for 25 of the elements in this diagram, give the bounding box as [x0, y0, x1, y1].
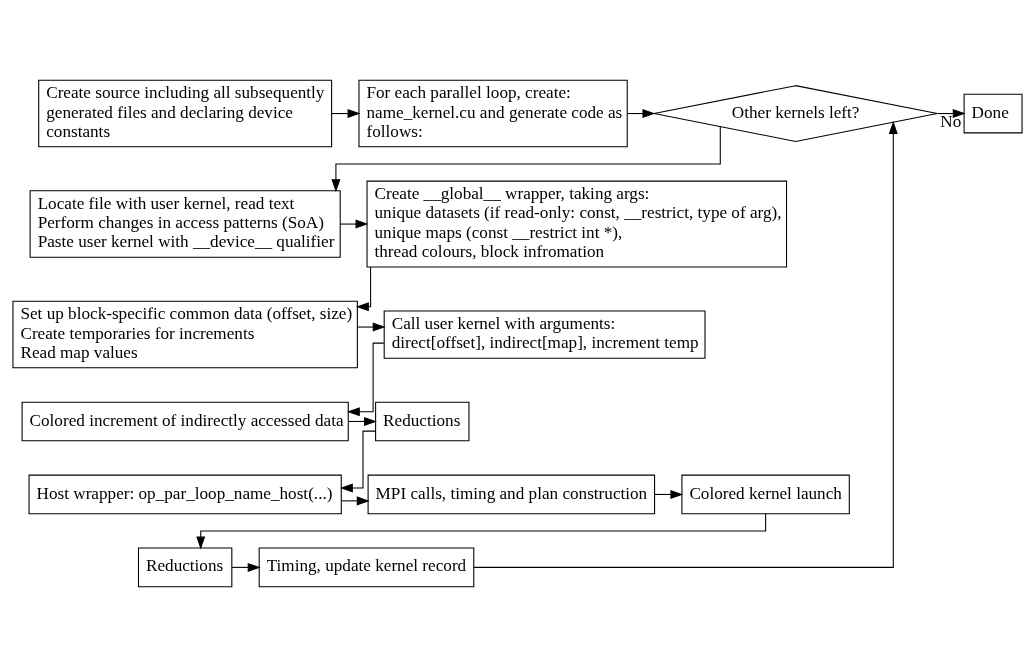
arrow	[339, 219, 369, 229]
node-box: Reductions	[375, 401, 470, 441]
arrow	[346, 342, 385, 416]
arrow	[355, 266, 372, 311]
node-box: MPI calls, timing and plan construction	[367, 474, 656, 514]
node-box: For each parallel loop, create: name_kernel.cu and generate code as follows:	[358, 79, 628, 147]
node-box: Colored kernel launch	[681, 474, 850, 514]
node-box: Timing, update kernel record	[258, 547, 475, 587]
arrow	[356, 322, 386, 332]
node-box: Call user kernel with arguments: direct[offset], indirect[map], increment temp	[383, 309, 706, 359]
node-box: Colored increment of indirectly accessed data	[21, 401, 349, 441]
arrow	[339, 430, 377, 492]
arrow	[196, 512, 767, 549]
arrow	[341, 495, 370, 505]
node-box: Host wrapper: op_par_loop_name_host(...)	[28, 474, 342, 514]
arrow	[473, 120, 898, 568]
node-box: Create __global__ wrapper, taking args: unique datasets (if read-only: const, __restrict, type of arg), unique maps (const __restrict int *), thread colours, block infromation	[366, 180, 788, 267]
edge-label: No	[940, 111, 962, 131]
node-box: Done	[963, 93, 1023, 133]
node-box: Create source including all subsequently generated files and declaring device constants	[38, 79, 333, 147]
node-box: Reductions	[137, 547, 233, 587]
node-box: Locate file with user kernel, read text Perform changes in access patterns (SoA) Paste user kernel with __device__ qualifier	[29, 189, 341, 258]
arrow	[331, 125, 721, 192]
node-diamond: Other kernels left?	[653, 84, 938, 142]
node-box: Set up block-specific common data (offset, size) Create temporaries for increments Read map values	[12, 300, 358, 368]
